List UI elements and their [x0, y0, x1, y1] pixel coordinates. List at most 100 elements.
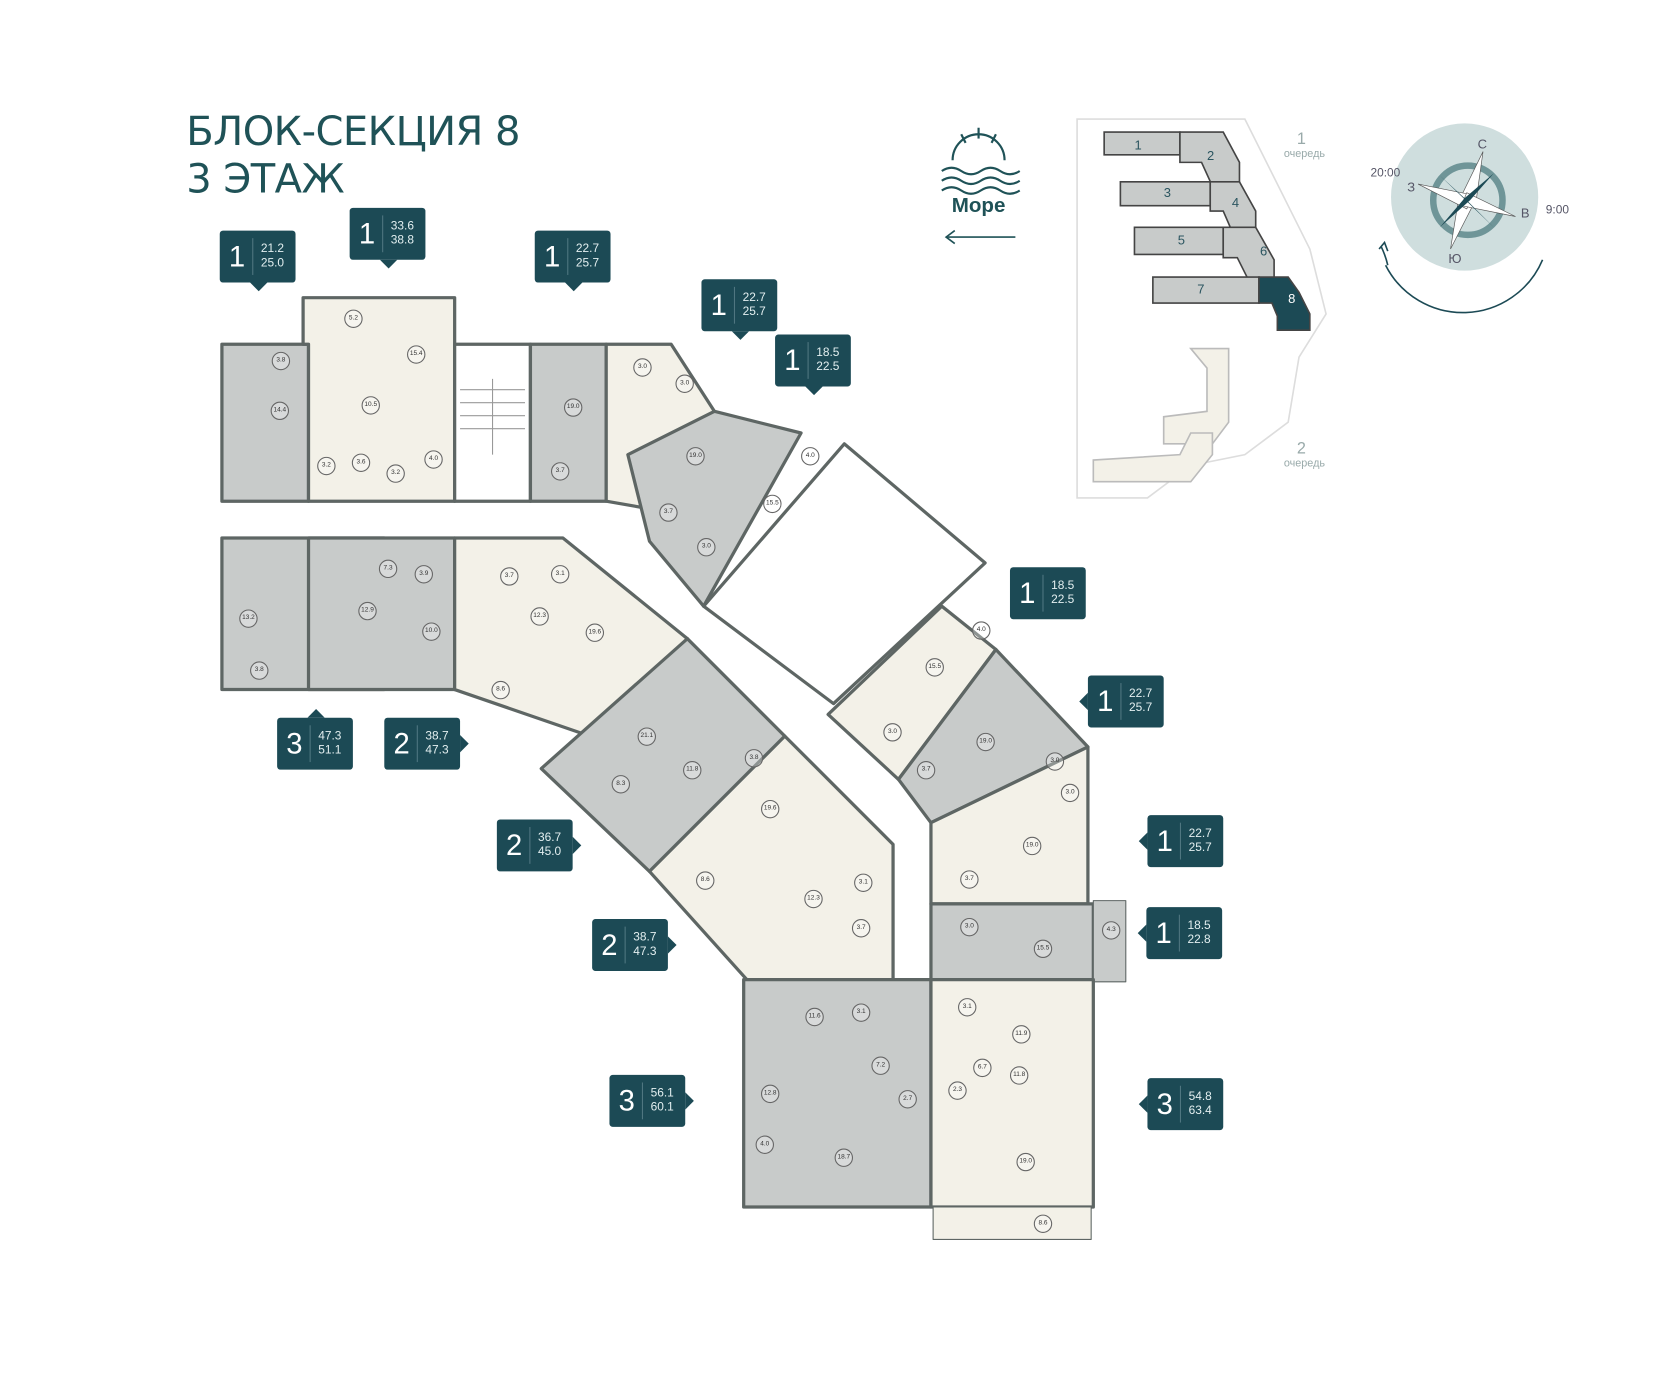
balcony-4-3 — [1092, 900, 1127, 983]
room-area-label: 2.7 — [898, 1090, 917, 1109]
room-area-label: 4.0 — [424, 450, 443, 469]
total-area: 25.7 — [1188, 841, 1212, 855]
total-area: 22.5 — [816, 360, 840, 374]
total-area: 47.3 — [633, 945, 657, 959]
room-area-label: 19.0 — [976, 732, 995, 752]
living-area: 21.2 — [260, 242, 285, 256]
building-label-4[interactable]: 4 — [1231, 194, 1240, 211]
room-area-label: 3.0 — [675, 374, 694, 393]
room-area-label: 12.3 — [530, 607, 549, 626]
compass-west: З — [1407, 179, 1416, 195]
room-area-label: 8.6 — [1033, 1214, 1053, 1233]
total-area: 47.3 — [425, 743, 449, 757]
stair-steps — [460, 378, 526, 455]
floor-title: 3 ЭТАЖ — [186, 155, 345, 203]
total-area: 25.0 — [260, 256, 285, 270]
living-area: 56.1 — [650, 1086, 674, 1100]
room-area-label: 3.7 — [550, 462, 570, 481]
room-area-label: 13.2 — [239, 609, 258, 628]
total-area: 25.7 — [575, 256, 600, 270]
room-count: 1 — [777, 342, 809, 379]
room-count: 1 — [1090, 683, 1122, 720]
sunrise-time: 9:00 — [1545, 203, 1569, 217]
building-label-7[interactable]: 7 — [1197, 281, 1205, 297]
room-area-label: 3.9 — [414, 565, 433, 584]
page-title: БЛОК-СЕКЦИЯ 8 3 ЭТАЖ — [186, 108, 520, 203]
apartment-1-18-c — [929, 902, 1095, 982]
building-label-6[interactable]: 6 — [1260, 243, 1268, 259]
room-area-label: 3.0 — [1060, 783, 1080, 803]
living-area: 22.7 — [742, 291, 766, 305]
total-area: 51.1 — [318, 743, 342, 757]
room-count: 2 — [386, 725, 418, 763]
room-area-label: 11.8 — [1009, 1066, 1029, 1085]
phase-2-number: 2 — [1296, 439, 1306, 458]
room-area-label: 3.7 — [851, 919, 871, 938]
sunset-time: 20:00 — [1370, 166, 1401, 180]
room-area-label: 3.8 — [271, 351, 291, 371]
room-area-label: 3.1 — [851, 1003, 871, 1022]
room-area-label: 15.5 — [1033, 939, 1053, 959]
living-area: 38.7 — [633, 930, 657, 944]
apartment-1-21 — [220, 342, 311, 503]
building-label-5[interactable]: 5 — [1177, 232, 1185, 248]
room-count: 3 — [612, 1082, 644, 1120]
room-area-label: 11.8 — [683, 760, 702, 780]
compass-east: В — [1520, 205, 1530, 221]
compass-north: С — [1477, 136, 1487, 152]
room-count: 1 — [1149, 914, 1180, 952]
total-area: 25.7 — [742, 305, 766, 319]
room-area-label: 11.9 — [1012, 1025, 1031, 1044]
room-area-label: 7.2 — [871, 1056, 890, 1075]
building-label-3[interactable]: 3 — [1163, 185, 1171, 201]
building-label-2[interactable]: 2 — [1206, 148, 1215, 164]
living-area: 22.7 — [1188, 827, 1212, 841]
room-area-label: 2.3 — [948, 1081, 967, 1100]
living-area: 18.5 — [816, 346, 840, 360]
room-area-label: 4.0 — [801, 447, 820, 466]
building-label-1[interactable]: 1 — [1134, 137, 1142, 153]
room-area-label: 3.7 — [659, 503, 678, 522]
room-count: 1 — [1150, 822, 1182, 860]
room-area-label: 3.1 — [958, 998, 977, 1017]
total-area: 63.4 — [1188, 1104, 1212, 1118]
phase-1-text: очередь — [1283, 148, 1326, 161]
room-count: 1 — [352, 215, 384, 253]
room-area-label: 3.8 — [250, 661, 269, 680]
living-area: 22.7 — [575, 242, 600, 256]
phase-2-building-b — [1092, 432, 1214, 483]
room-area-label: 12.9 — [358, 601, 377, 621]
living-area: 38.7 — [425, 729, 449, 743]
room-area-label: 19.0 — [1022, 836, 1042, 856]
room-area-label: 4.0 — [972, 621, 991, 640]
room-area-label: 3.0 — [633, 358, 652, 377]
room-area-label: 3.0 — [883, 723, 902, 742]
living-area: 18.5 — [1187, 919, 1211, 933]
room-area-label: 3.0 — [697, 538, 716, 557]
building-label-8[interactable]: 8 — [1288, 291, 1296, 307]
room-area-label: 3.7 — [960, 870, 979, 889]
arrow-left-icon — [944, 229, 1016, 245]
phase-2-building-a — [1162, 347, 1230, 445]
room-count: 2 — [499, 827, 531, 864]
compass-rose-icon — [1378, 123, 1544, 314]
room-area-label: 4.3 — [1101, 921, 1121, 940]
room-area-label: 19.6 — [585, 623, 605, 642]
room-area-label: 5.2 — [344, 309, 363, 328]
